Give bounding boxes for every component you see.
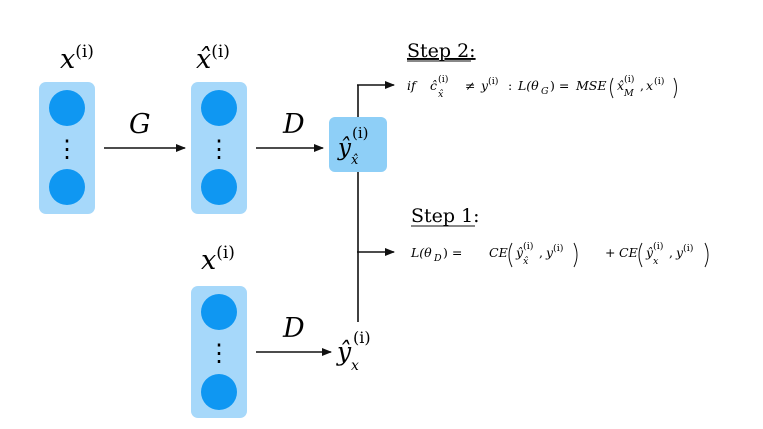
step1-close-paren-1 (573, 242, 578, 268)
generated-vector: x̂(i) ⋮ (191, 42, 247, 214)
vector-node (201, 294, 237, 330)
real-input-vector-top: x(i) ⋮ (39, 42, 95, 214)
step2-mse: MSE (575, 78, 607, 93)
step2-title: Step 2: (407, 40, 476, 62)
step2-loss: L(θ (517, 78, 539, 93)
step1-loss-sub: D (433, 253, 442, 264)
vector-node (49, 169, 85, 205)
step2-arg2-sup: (i) (654, 76, 664, 87)
vector-node (201, 169, 237, 205)
step1-loss: L(θ (410, 245, 432, 260)
step2-y-sup: (i) (488, 76, 498, 87)
step2-close-paren (673, 77, 677, 99)
step1-t2: y (675, 245, 684, 260)
discriminator-label-top: D (282, 109, 305, 140)
step2-formula: if ĉ (i) x̂ ≠ y (i) : L(θ G ) = MSE x̂ (… (407, 74, 677, 100)
step1-y1-sub: x̂ (523, 256, 529, 267)
step2-comma: , (640, 78, 644, 93)
vector-node (201, 374, 237, 410)
real-input-vector-bottom: x(i) ⋮ (191, 243, 247, 418)
step1-plus: + (605, 245, 615, 260)
step1-open-paren-1 (508, 242, 513, 268)
vector-node (49, 90, 85, 126)
generated-label: x̂(i) (196, 42, 230, 75)
step1-y2-sub: x (653, 256, 659, 267)
fake-output-box (329, 117, 387, 172)
step1-y2-sup: (i) (653, 241, 663, 252)
step1-formula: L(θ D ) = CE ŷ (i) x̂ , y (i) + CE ŷ (i)… (410, 241, 709, 268)
generator-label: G (129, 109, 151, 140)
vector-ellipsis: ⋮ (55, 135, 79, 163)
fake-output-label: ŷ(i)x̂ (337, 124, 369, 168)
step2-open-paren (610, 77, 614, 99)
step1-close-paren-2 (704, 242, 709, 268)
vector-ellipsis: ⋮ (207, 339, 231, 367)
real-input-label-top: x(i) (60, 42, 94, 75)
real-output-label: ŷ(i)x (336, 328, 371, 374)
real-input-label-bottom: x(i) (201, 243, 235, 276)
vector-ellipsis: ⋮ (207, 135, 231, 163)
step2-loss-close: ) = (550, 78, 569, 93)
step2-c-sub: x̂ (438, 89, 444, 100)
step2-loss-sub: G (541, 86, 549, 97)
step1-ce2: CE (619, 245, 638, 260)
step1-t1: y (545, 245, 554, 260)
step2-y: y (480, 78, 489, 93)
step1-title: Step 1: (411, 205, 480, 227)
step2-if: if (407, 78, 418, 93)
step2-colon: : (508, 78, 512, 93)
step1-comma-1: , (539, 245, 543, 260)
step1-t2-sup: (i) (683, 243, 693, 254)
step1-loss-close: ) = (443, 245, 462, 260)
step1-y1: ŷ (515, 245, 524, 260)
step2-neq: ≠ (465, 78, 475, 93)
step1-comma-2: , (669, 245, 673, 260)
step2-arg1-sup: (i) (624, 74, 634, 85)
step2-arg1-sub: M (623, 88, 634, 99)
step1-open-paren-2 (638, 242, 643, 268)
vector-node (201, 90, 237, 126)
step2-arg2: x (646, 78, 653, 93)
discriminator-label-bottom: D (282, 313, 305, 344)
step2-arg1: x̂ (617, 78, 624, 93)
step1-t1-sup: (i) (553, 243, 563, 254)
step1-y1-sup: (i) (523, 241, 533, 252)
step1-y2: ŷ (645, 245, 654, 260)
step2-c-sup: (i) (438, 74, 448, 85)
step1-ce1: CE (489, 245, 508, 260)
step2-c: ĉ (430, 78, 437, 93)
